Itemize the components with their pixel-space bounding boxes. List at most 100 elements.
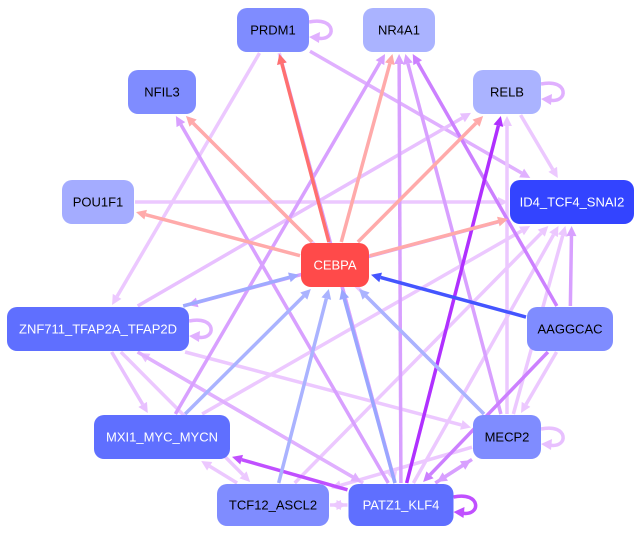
node-cebpa[interactable]: CEBPA <box>301 243 369 287</box>
edge-line <box>179 123 390 484</box>
edge-line <box>380 275 527 319</box>
edge-line <box>188 318 213 340</box>
edge-cebpa-to-prdm1 <box>277 54 331 243</box>
edge-line <box>183 294 306 416</box>
arrowhead-icon <box>459 460 471 470</box>
self-loop-relb <box>540 81 565 105</box>
node-pou1f1[interactable]: POU1F1 <box>62 180 134 224</box>
edge-prdm1-to-id4 <box>309 49 531 178</box>
node-box <box>7 307 189 351</box>
arrowhead-icon <box>385 54 395 65</box>
arrowhead-icon <box>136 209 147 220</box>
edge-line <box>404 125 501 484</box>
arrowhead-icon <box>423 471 434 482</box>
arrowhead-icon <box>201 461 213 471</box>
edge-aaggcac-to-mecp2 <box>521 351 559 413</box>
edge-tcf12-to-mxi1 <box>201 461 239 485</box>
arrowhead-icon <box>186 116 197 127</box>
edge-line <box>397 63 403 484</box>
arrowhead-icon <box>521 401 531 413</box>
node-box <box>473 415 541 459</box>
arrowhead-icon <box>453 507 465 518</box>
node-box <box>473 70 541 114</box>
arrowhead-icon <box>472 116 484 127</box>
node-patz1[interactable]: PATZ1_KLF4 <box>348 484 454 526</box>
edge-line <box>208 464 239 485</box>
node-relb[interactable]: RELB <box>473 70 541 114</box>
node-label: MXI1_MYC_MYCN <box>106 430 218 445</box>
edge-mecp2-to-nr4a1 <box>403 54 503 415</box>
edge-line <box>411 233 556 484</box>
edge-znf711-to-mxi1 <box>110 351 148 413</box>
arrowhead-icon <box>557 226 568 237</box>
arrowhead-icon <box>309 32 320 43</box>
edge-mxi1-to-id4 <box>201 226 531 416</box>
edge-cebpa-to-id4 <box>369 216 508 258</box>
edge-tcf12-to-cebpa <box>276 289 332 484</box>
edge-line <box>191 121 314 244</box>
node-box <box>527 307 613 351</box>
arrowhead-icon <box>339 289 350 300</box>
arrowhead-icon <box>460 420 471 430</box>
edge-line <box>428 350 550 476</box>
edge-line <box>406 63 503 415</box>
arrowhead-icon <box>549 226 559 238</box>
arrowhead-icon <box>459 112 471 123</box>
edge-line <box>280 63 331 243</box>
arrowhead-icon <box>412 54 423 66</box>
edge-mecp2-to-cebpa <box>359 289 486 416</box>
arrowhead-icon <box>288 272 299 283</box>
edge-cebpa-to-nr4a1 <box>339 54 395 243</box>
edge-patz1-to-mecp2 <box>434 460 471 485</box>
node-mecp2[interactable]: MECP2 <box>473 415 541 459</box>
node-mxi1[interactable]: MXI1_MYC_MYCN <box>94 415 230 459</box>
self-loop-prdm1 <box>308 19 333 43</box>
node-label: MECP2 <box>485 430 530 445</box>
edge-line <box>342 298 397 484</box>
edge-line <box>540 81 565 103</box>
node-label: PATZ1_KLF4 <box>363 498 440 513</box>
node-label: PRDM1 <box>250 23 296 38</box>
node-label: AAGGCAC <box>537 322 602 337</box>
edge-line <box>519 114 555 171</box>
node-prdm1[interactable]: PRDM1 <box>237 8 309 52</box>
arrowhead-icon <box>138 401 148 413</box>
arrowhead-icon <box>371 272 382 283</box>
edge-aaggcac-to-id4 <box>566 226 577 307</box>
node-znf711[interactable]: ZNF711_TFAP2A_TFAP2D <box>7 307 189 351</box>
node-nfil3[interactable]: NFIL3 <box>128 70 196 114</box>
node-label: ZNF711_TFAP2A_TFAP2D <box>19 322 177 337</box>
node-box <box>62 180 134 224</box>
edge-line <box>369 219 499 258</box>
node-label: ID4_TCF4_SNAI2 <box>520 195 625 210</box>
node-box <box>301 243 369 287</box>
arrowhead-icon <box>112 293 122 305</box>
node-label: RELB <box>490 85 524 100</box>
arrowhead-icon <box>394 54 405 65</box>
node-box <box>510 180 634 224</box>
edge-znf711-to-relb <box>136 112 471 308</box>
edge-line <box>241 457 348 492</box>
node-label: TCF12_ASCL2 <box>229 498 317 513</box>
edge-cebpa-to-nfil3 <box>186 116 314 244</box>
arrowhead-icon <box>566 226 577 237</box>
edge-patz1-to-id4 <box>411 226 559 484</box>
edge-mecp2-to-relb <box>502 116 512 414</box>
node-nr4a1[interactable]: NR4A1 <box>363 8 435 52</box>
node-id4[interactable]: ID4_TCF4_SNAI2 <box>510 180 634 224</box>
arrowhead-icon <box>537 226 549 237</box>
arrowhead-icon <box>189 331 200 342</box>
edge-patz1-to-relb <box>404 116 504 484</box>
edge-line <box>276 298 328 484</box>
arrowhead-icon <box>541 94 552 105</box>
node-label: POU1F1 <box>73 195 124 210</box>
arrowhead-icon <box>321 289 332 300</box>
edge-line <box>110 351 145 406</box>
arrowhead-icon <box>541 439 552 450</box>
node-aaggcac[interactable]: AAGGCAC <box>527 307 613 351</box>
node-label: NFIL3 <box>144 85 179 100</box>
arrowhead-icon <box>359 289 370 300</box>
node-tcf12[interactable]: TCF12_ASCL2 <box>217 484 329 526</box>
arrowhead-icon <box>518 226 531 236</box>
edge-line <box>136 350 354 479</box>
